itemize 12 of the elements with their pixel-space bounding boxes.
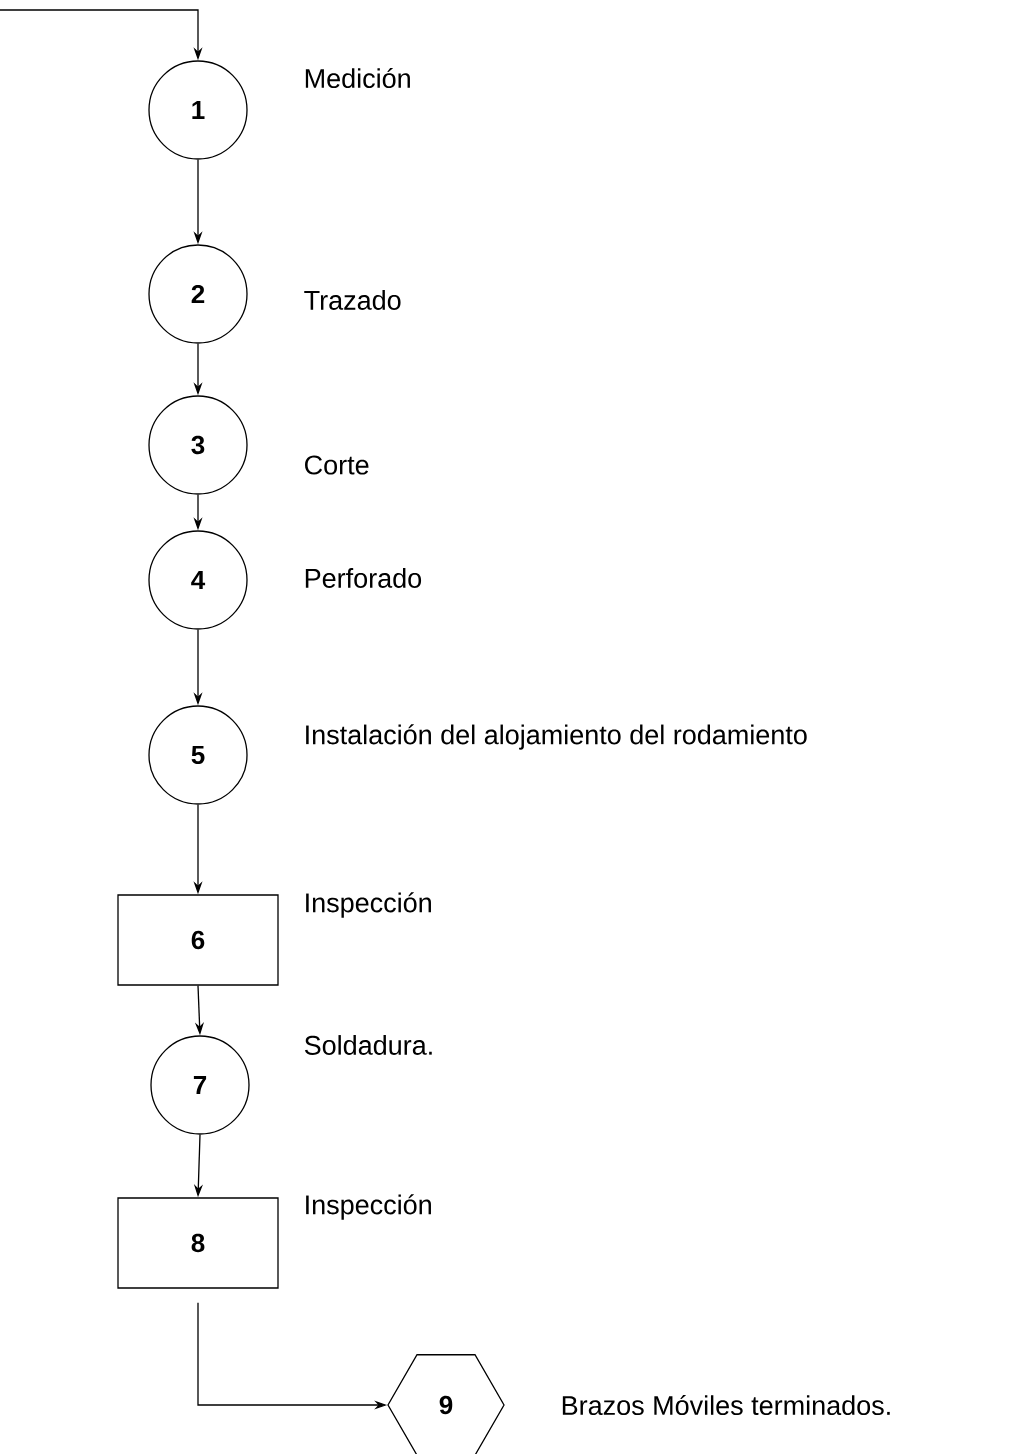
step-label: Inspección — [306, 892, 431, 918]
step-label: Instalación del alojamiento del rodamiento — [306, 724, 807, 750]
inspection-box: 6 — [117, 894, 279, 986]
step-label: Soldadura. — [304, 1035, 432, 1055]
inspection-box: 8 — [117, 1197, 279, 1289]
step-label: Medición — [305, 67, 410, 89]
storage-hexagon: 9 — [387, 1354, 505, 1454]
step-label: Brazos Móviles terminados. — [562, 1394, 890, 1416]
step-label: Perforado — [305, 568, 422, 588]
step-label: Trazado — [304, 290, 401, 310]
step-label: Corte — [305, 455, 369, 475]
step-label: Inspección — [306, 1194, 431, 1220]
